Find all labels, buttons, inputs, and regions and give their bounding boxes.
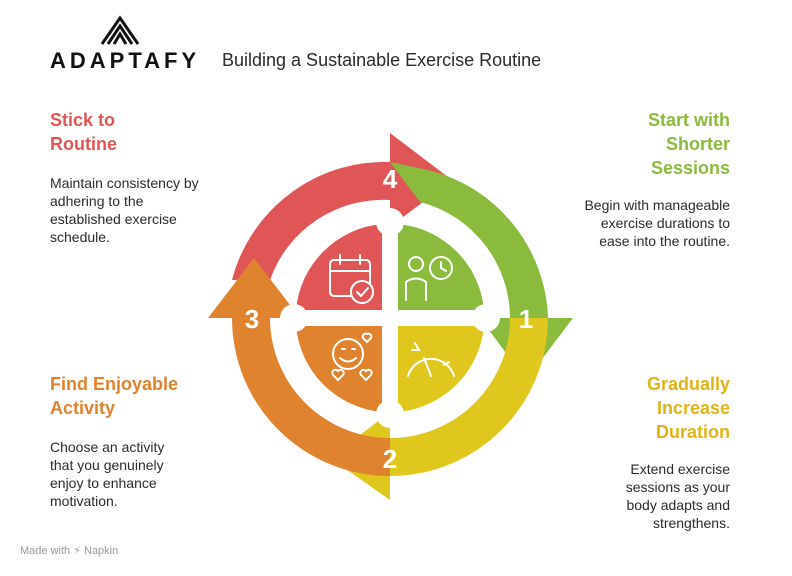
step-4-number: 4 — [383, 164, 398, 194]
step-4-description: Maintain consistency by adhering to the … — [50, 175, 199, 245]
napkin-logo-icon: ⚡ — [73, 545, 81, 557]
speedometer-icon — [407, 342, 455, 377]
arrow-step-3 — [208, 258, 390, 476]
step-4-title: Stick to Routine — [50, 110, 117, 154]
page-title: Building a Sustainable Exercise Routine — [222, 50, 542, 70]
step-1-text: Start with Shorter Sessions Begin with m… — [550, 108, 730, 250]
step-2-description: Extend exercise sessions as your body ad… — [625, 461, 730, 531]
step-3-number: 3 — [245, 304, 259, 334]
step-2-number: 2 — [383, 444, 397, 474]
quadrant-step-2 — [398, 326, 484, 412]
step-1-number: 1 — [519, 304, 533, 334]
step-2-title: Gradually Increase Duration — [646, 374, 730, 442]
brand-mark-icon — [100, 15, 140, 45]
person-clock-icon — [405, 256, 453, 301]
step-4-text: Stick to Routine Maintain consistency by… — [50, 108, 230, 246]
step-1-description: Begin with manageable exercise durations… — [584, 197, 730, 249]
smiley-hearts-icon — [331, 332, 373, 382]
brand-name: ADAPTAFY — [50, 48, 201, 73]
step-1-title: Start with Shorter Sessions — [647, 110, 730, 178]
step-3-title: Find Enjoyable Activity — [50, 374, 179, 418]
step-3-text: Find Enjoyable Activity Choose an activi… — [50, 372, 230, 510]
calendar-check-icon — [329, 254, 374, 304]
made-with-napkin: Made with ⚡ Napkin — [20, 545, 119, 557]
step-2-text: Gradually Increase Duration Extend exerc… — [550, 372, 730, 532]
step-3-description: Choose an activity that you genuinely en… — [50, 439, 165, 509]
